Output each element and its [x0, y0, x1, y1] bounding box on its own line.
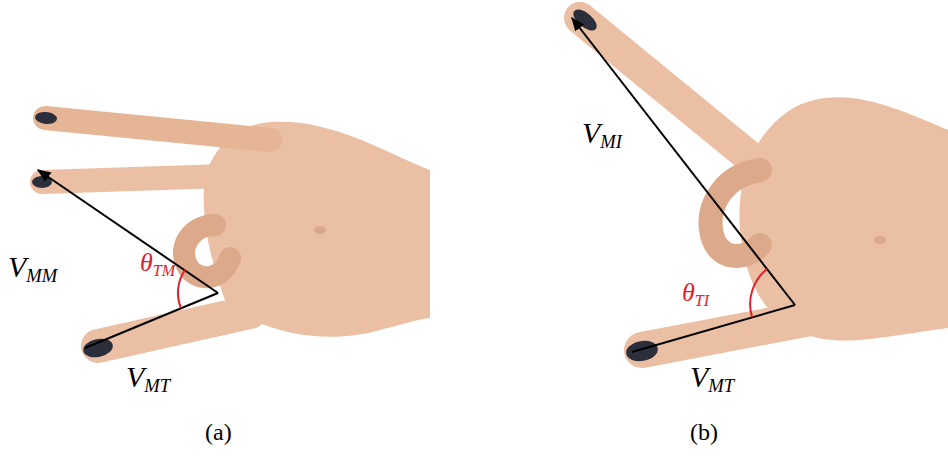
vector-line	[572, 18, 795, 305]
vector-label: VMI	[582, 118, 622, 152]
vector-line	[85, 293, 218, 348]
vector-label: VMM	[8, 252, 57, 286]
hand-a	[32, 111, 430, 360]
angle-arc	[750, 269, 767, 317]
hand-b	[570, 6, 948, 364]
panel-caption: (b)	[690, 420, 718, 444]
vector-label: VMT	[126, 362, 170, 396]
angle-label: θTM	[140, 250, 175, 279]
angle-arc	[178, 270, 185, 308]
vector-label: VMT	[690, 362, 734, 396]
panel-caption: (a)	[205, 420, 232, 444]
angle-label: θTI	[682, 280, 709, 309]
vector-line	[632, 305, 795, 352]
vector-line	[38, 170, 218, 293]
